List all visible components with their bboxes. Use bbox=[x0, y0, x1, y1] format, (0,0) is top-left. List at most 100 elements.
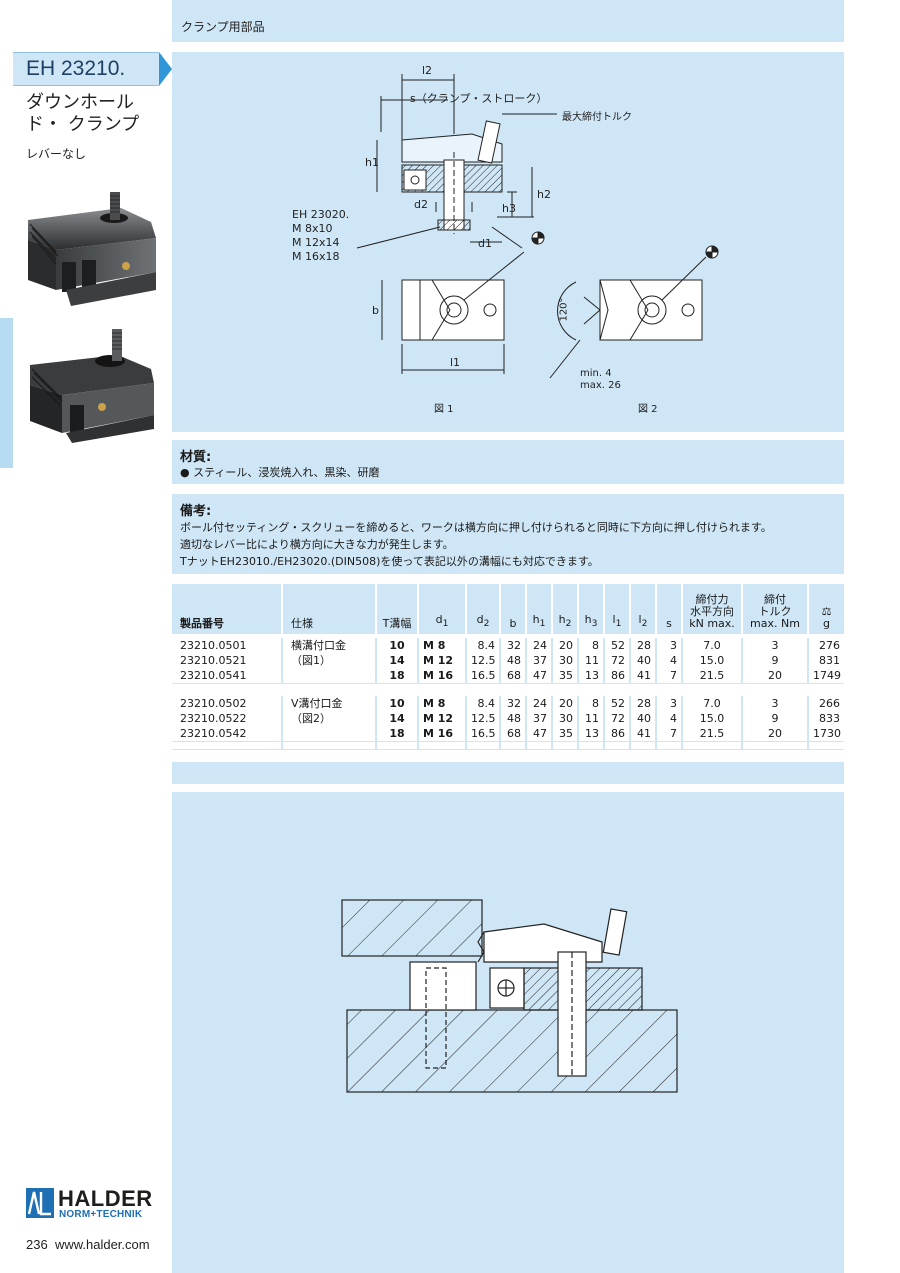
col-torque: 締付 トルク max. Nm bbox=[741, 584, 808, 634]
cell-l2: 40 bbox=[629, 653, 656, 668]
cell-h3: 13 bbox=[577, 725, 604, 742]
cell-spec bbox=[281, 668, 376, 684]
tnut-code: EH 23020. bbox=[292, 208, 350, 221]
cell-s: 3 bbox=[655, 638, 682, 653]
cell-l2: 41 bbox=[629, 668, 656, 684]
cell-force: 7.0 bbox=[681, 695, 742, 711]
cell-b: 32 bbox=[499, 695, 526, 711]
cell-weight: 266 bbox=[807, 695, 844, 711]
notes-line-2: 適切なレバー比により横方向に大きな力が発生します。 bbox=[180, 538, 454, 551]
dim-h1-label: h1 bbox=[365, 156, 379, 169]
col-torque-line2: トルク bbox=[758, 605, 792, 618]
col-weight: ⚖ g bbox=[807, 584, 844, 634]
tnut-callout: EH 23020. M 8x10 M 12x14 M 16x18 bbox=[292, 208, 349, 264]
cell-torque: 3 bbox=[741, 638, 808, 653]
torque-label: 最大締付トルク bbox=[562, 112, 632, 123]
col-h2-label: h bbox=[558, 612, 566, 626]
cell-h2: 30 bbox=[551, 710, 578, 726]
col-d1: d1 bbox=[417, 584, 466, 634]
cell-h2: 20 bbox=[551, 638, 578, 653]
tnut-size-2: M 12x14 bbox=[292, 236, 340, 249]
cell-slot: 18 bbox=[375, 725, 418, 742]
cell-l1: 86 bbox=[603, 725, 630, 742]
col-force-line2: 水平方向 bbox=[690, 605, 734, 618]
col-s: s bbox=[655, 584, 682, 634]
cell-part: 23210.0521 bbox=[180, 654, 247, 667]
website-link[interactable]: www.halder.com bbox=[54, 1237, 150, 1252]
col-l2-sub: 2 bbox=[641, 618, 648, 629]
cell-d2: 16.5 bbox=[465, 668, 500, 684]
cell-spec: 横溝付口金 bbox=[281, 638, 376, 653]
col-force-line3: kN max. bbox=[689, 617, 735, 630]
weight-icon: ⚖ bbox=[821, 605, 832, 618]
cell-s: 3 bbox=[655, 695, 682, 711]
cell-l2: 28 bbox=[629, 695, 656, 711]
figure-2-label: 図 2 bbox=[638, 404, 658, 415]
product-title-line2: ド・ クランプ bbox=[26, 114, 140, 135]
cell-s: 4 bbox=[655, 653, 682, 668]
cell-l1: 52 bbox=[603, 695, 630, 711]
col-h1-label: h bbox=[532, 612, 540, 626]
cell-h3: 11 bbox=[577, 653, 604, 668]
figure-1-label: 図 1 bbox=[434, 404, 454, 415]
dim-d1-label: d1 bbox=[478, 237, 492, 250]
notes-line-1: ボール付セッティング・スクリューを締めると、ワークは横方向に押し付けられると同時… bbox=[180, 521, 772, 534]
col-h3: h3 bbox=[577, 584, 604, 634]
cell-h1: 37 bbox=[525, 653, 552, 668]
cell-torque: 3 bbox=[741, 695, 808, 711]
product-code-tag bbox=[13, 52, 159, 86]
cell-spec: （図1） bbox=[281, 653, 376, 668]
cell-h3: 13 bbox=[577, 668, 604, 684]
cell-l1: 52 bbox=[603, 638, 630, 653]
cell-l2: 28 bbox=[629, 638, 656, 653]
tag-arrow-icon bbox=[159, 52, 172, 86]
tnut-size-1: M 8x10 bbox=[292, 222, 333, 235]
stroke-label: s（クランプ・ストローク） bbox=[410, 92, 548, 105]
cell-l1: 86 bbox=[603, 668, 630, 684]
cell-d1: M 16 bbox=[417, 725, 466, 742]
cell-force: 15.0 bbox=[681, 710, 742, 726]
cell-s: 7 bbox=[655, 725, 682, 742]
dim-l1-label: l1 bbox=[450, 356, 461, 369]
product-code: EH 23210. bbox=[26, 57, 126, 80]
cell-weight: 1749 bbox=[807, 668, 844, 684]
cell-s: 4 bbox=[655, 710, 682, 726]
cell-spec: V溝付口金 bbox=[281, 695, 376, 711]
col-force-line1: 締付力 bbox=[695, 593, 729, 606]
cell-force: 21.5 bbox=[681, 725, 742, 742]
cell-h1: 37 bbox=[525, 710, 552, 726]
brand-name: HALDER bbox=[58, 1186, 153, 1211]
col-l2-label: l bbox=[638, 612, 642, 626]
dim-l2-label: l2 bbox=[422, 64, 433, 77]
cell-b: 32 bbox=[499, 638, 526, 653]
dim-d2-label: d2 bbox=[414, 198, 428, 211]
cell-d1: M 8 bbox=[417, 638, 466, 653]
cell-h1: 47 bbox=[525, 668, 552, 684]
cell-h2: 35 bbox=[551, 668, 578, 684]
notes-heading: 備考: bbox=[180, 504, 212, 519]
cell-force: 15.0 bbox=[681, 653, 742, 668]
notes-panel: 備考: ボール付セッティング・スクリューを締めると、ワークは横方向に押し付けられ… bbox=[172, 494, 844, 574]
cell-h2: 35 bbox=[551, 725, 578, 742]
cell-d2: 12.5 bbox=[465, 710, 500, 726]
col-part: 製品番号 bbox=[172, 584, 282, 634]
technical-drawing-panel: l2 s（クランプ・ストローク） 最大締付トルク h1 h2 h3 d2 d1 … bbox=[172, 52, 844, 432]
col-l1-label: l bbox=[612, 612, 616, 626]
cell-h3: 8 bbox=[577, 695, 604, 711]
product-title: ダウンホール ド・ クランプ bbox=[26, 92, 166, 136]
application-drawing bbox=[341, 899, 678, 1093]
col-d1-label: d bbox=[435, 612, 443, 626]
cell-h3: 11 bbox=[577, 710, 604, 726]
empty-section-bar bbox=[172, 762, 844, 784]
spec-table-header: 製品番号 仕様 T溝幅 d1 d2 b h1 h2 h3 l1 l2 s 締付力… bbox=[172, 584, 844, 634]
cell-h2: 20 bbox=[551, 695, 578, 711]
col-torque-line3: max. Nm bbox=[750, 617, 800, 630]
product-title-line1: ダウンホール bbox=[26, 92, 134, 113]
cell-part: 23210.0502 bbox=[180, 696, 247, 710]
page-footer: 236 www.halder.com bbox=[26, 1237, 150, 1252]
